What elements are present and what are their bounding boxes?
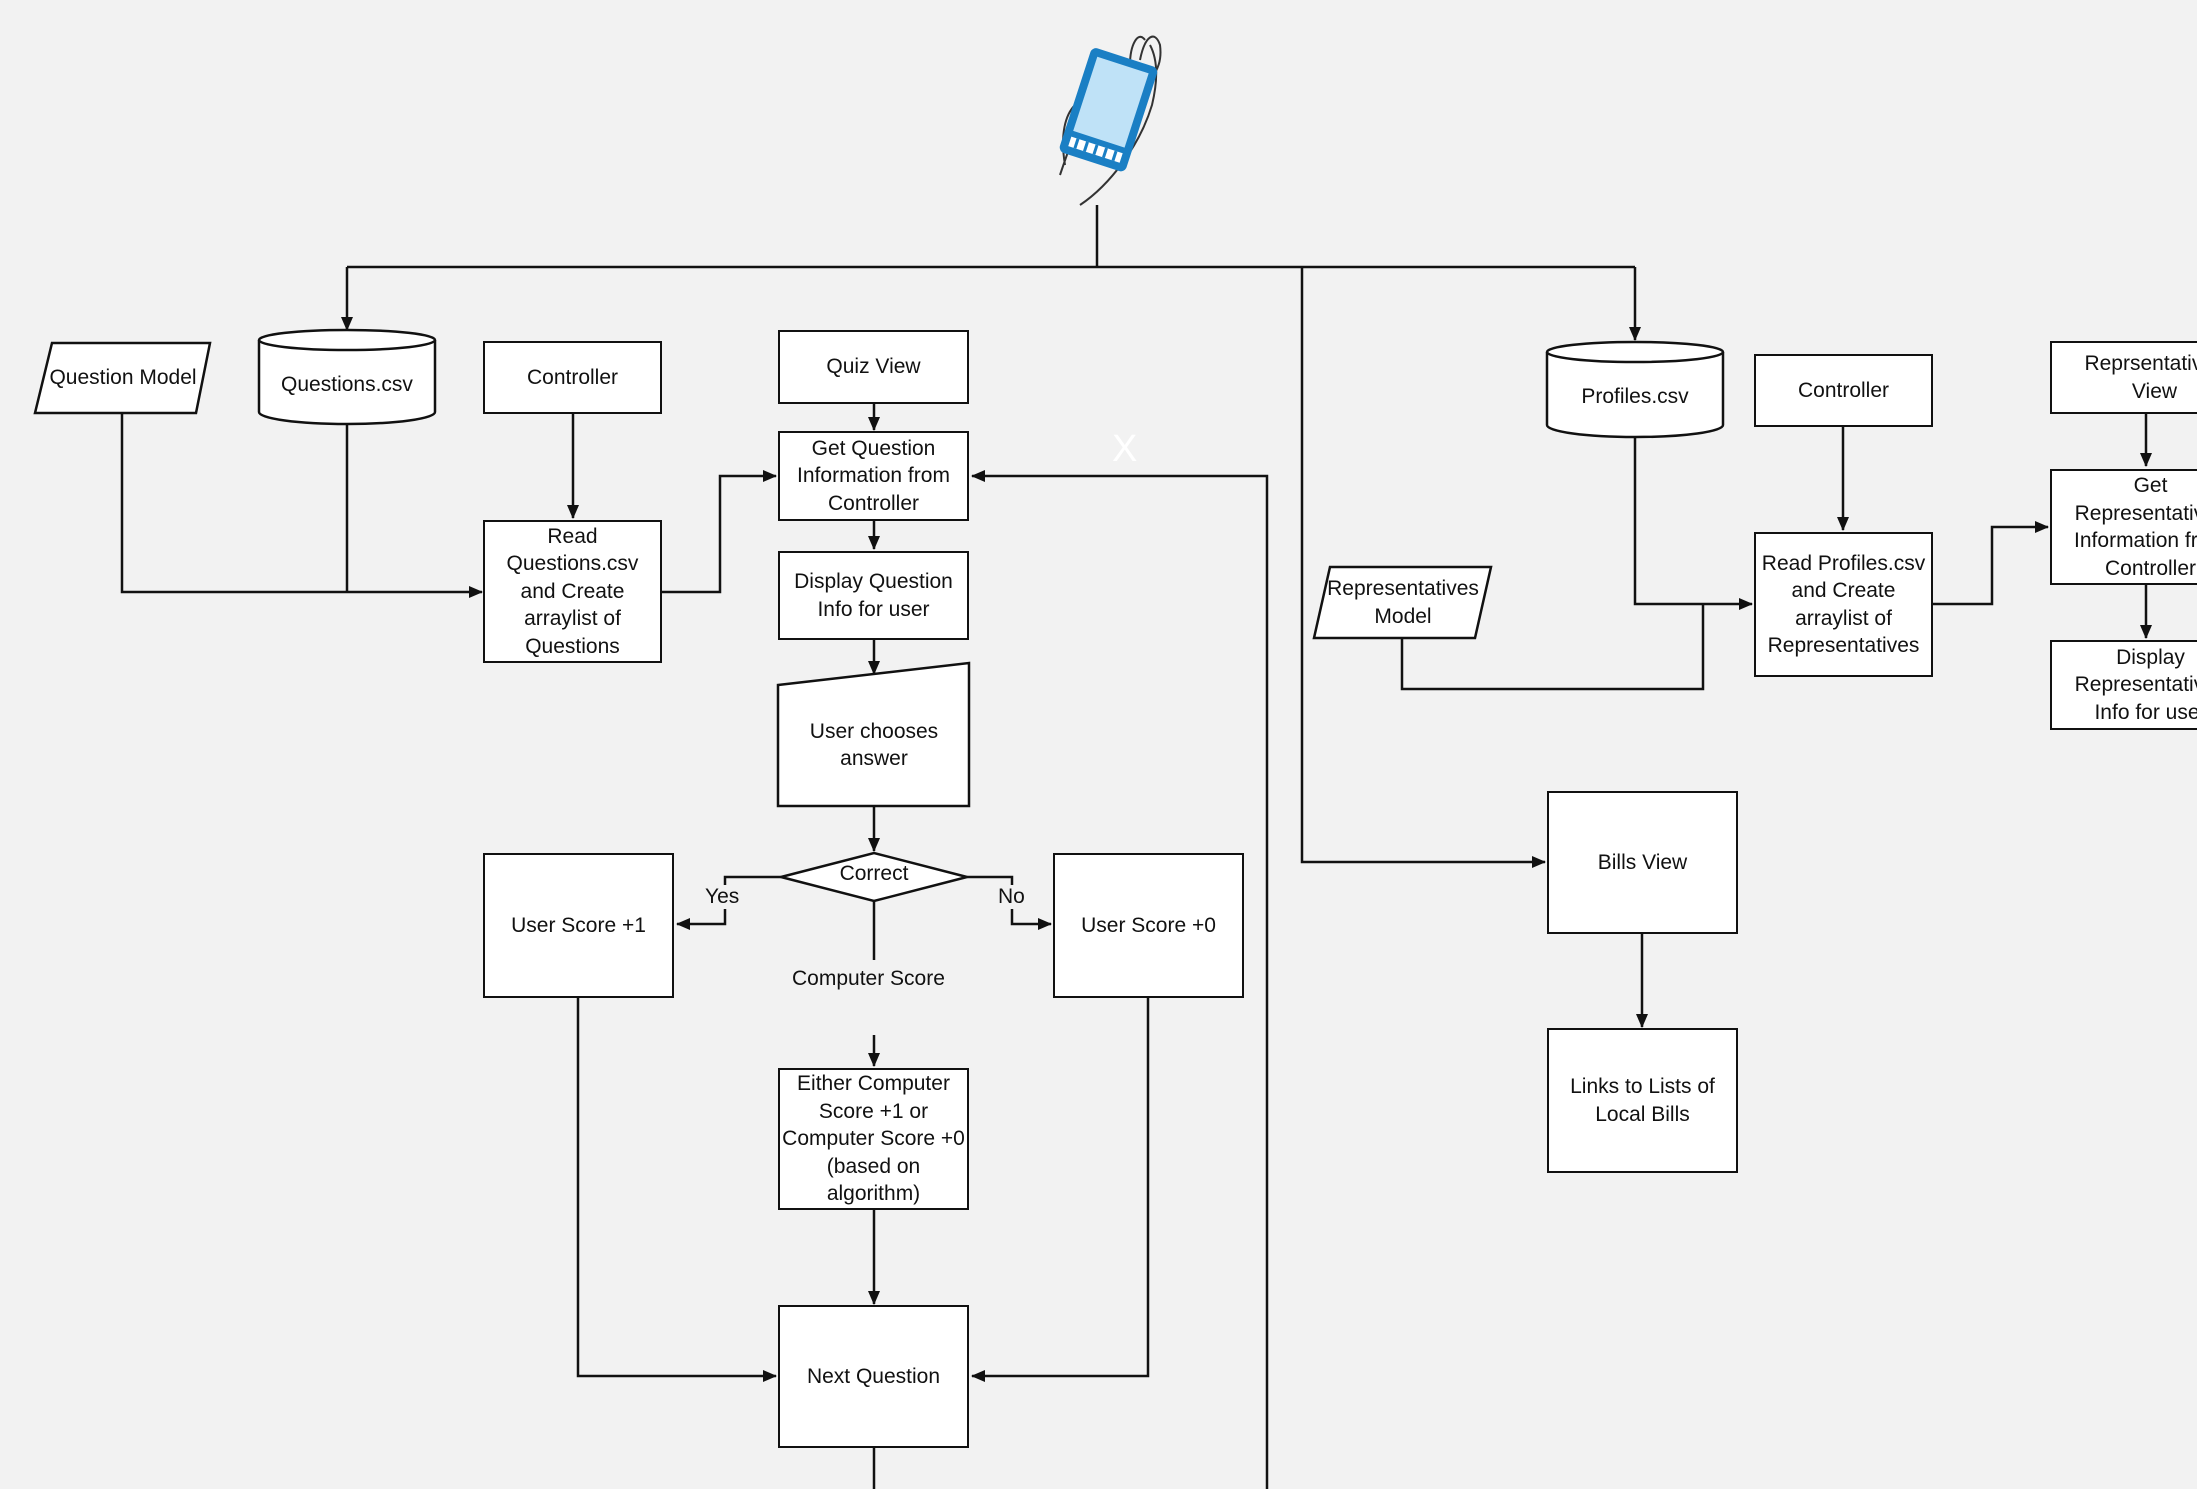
edge-profiles-to-read [1633, 438, 1753, 610]
questions-csv-shape [257, 328, 437, 426]
edge-repmodel-to-read [1400, 604, 1705, 691]
questions-csv-node: Questions.csv [281, 373, 413, 397]
correct-decision-node: Correct [839, 862, 909, 886]
edge-question-model-to-read [120, 413, 483, 598]
next-question-node: Next Question [778, 1305, 969, 1448]
edge-loop-back [971, 470, 1269, 1489]
representatives-model-shape [1312, 565, 1493, 640]
links-to-bills-node: Links to Lists of Local Bills [1547, 1028, 1738, 1173]
edge-label-x: X [1112, 428, 1138, 470]
user-score-plus-0-node: User Score +0 [1053, 853, 1244, 998]
read-profiles-node: Read Profiles.csv and Create arraylist o… [1754, 532, 1933, 677]
display-representatives-info-node: Display Representatives Info for user [2050, 640, 2197, 730]
edge-label-no: No [998, 885, 1025, 909]
profiles-csv-shape [1545, 340, 1725, 439]
phone-in-hand-icon [1059, 35, 1162, 206]
edge-label-yes: Yes [705, 885, 740, 909]
bills-view-node: Bills View [1547, 791, 1738, 934]
edge-read-profiles-to-get [1933, 521, 2049, 606]
question-model-shape [33, 341, 212, 415]
representatives-view-node: Reprsentatives View [2050, 341, 2197, 414]
get-question-info-node: Get Question Information from Controller [778, 431, 969, 521]
edge-plus0-to-next [971, 997, 1150, 1382]
question-model-node: Question Model [49, 366, 197, 390]
display-question-info-node: Display Question Info for user [778, 551, 969, 640]
edge-bus-to-bills-view [1300, 267, 1546, 868]
computer-score-update-node: Either Computer Score +1 or Computer Sco… [778, 1068, 969, 1210]
quiz-view-node: Quiz View [778, 330, 969, 404]
edge-plus1-to-next [576, 997, 777, 1382]
controller-left-node: Controller [483, 341, 662, 414]
get-representatives-info-node: Get Representatives Information from Con… [2050, 469, 2197, 585]
user-chooses-answer-shape [776, 661, 971, 808]
read-questions-node: Read Questions.csv and Create arraylist … [483, 520, 662, 663]
edge-read-to-get-question [661, 470, 777, 594]
edge-label-computer-score: Computer Score [790, 967, 947, 991]
user-score-plus-1-node: User Score +1 [483, 853, 674, 998]
profiles-csv-node: Profiles.csv [1581, 385, 1689, 409]
representatives-model-node: Representatives Model [1327, 577, 1479, 628]
user-chooses-answer-node: User chooses answer [809, 719, 939, 771]
correct-decision-shape [780, 851, 968, 903]
controller-right-node: Controller [1754, 354, 1933, 427]
